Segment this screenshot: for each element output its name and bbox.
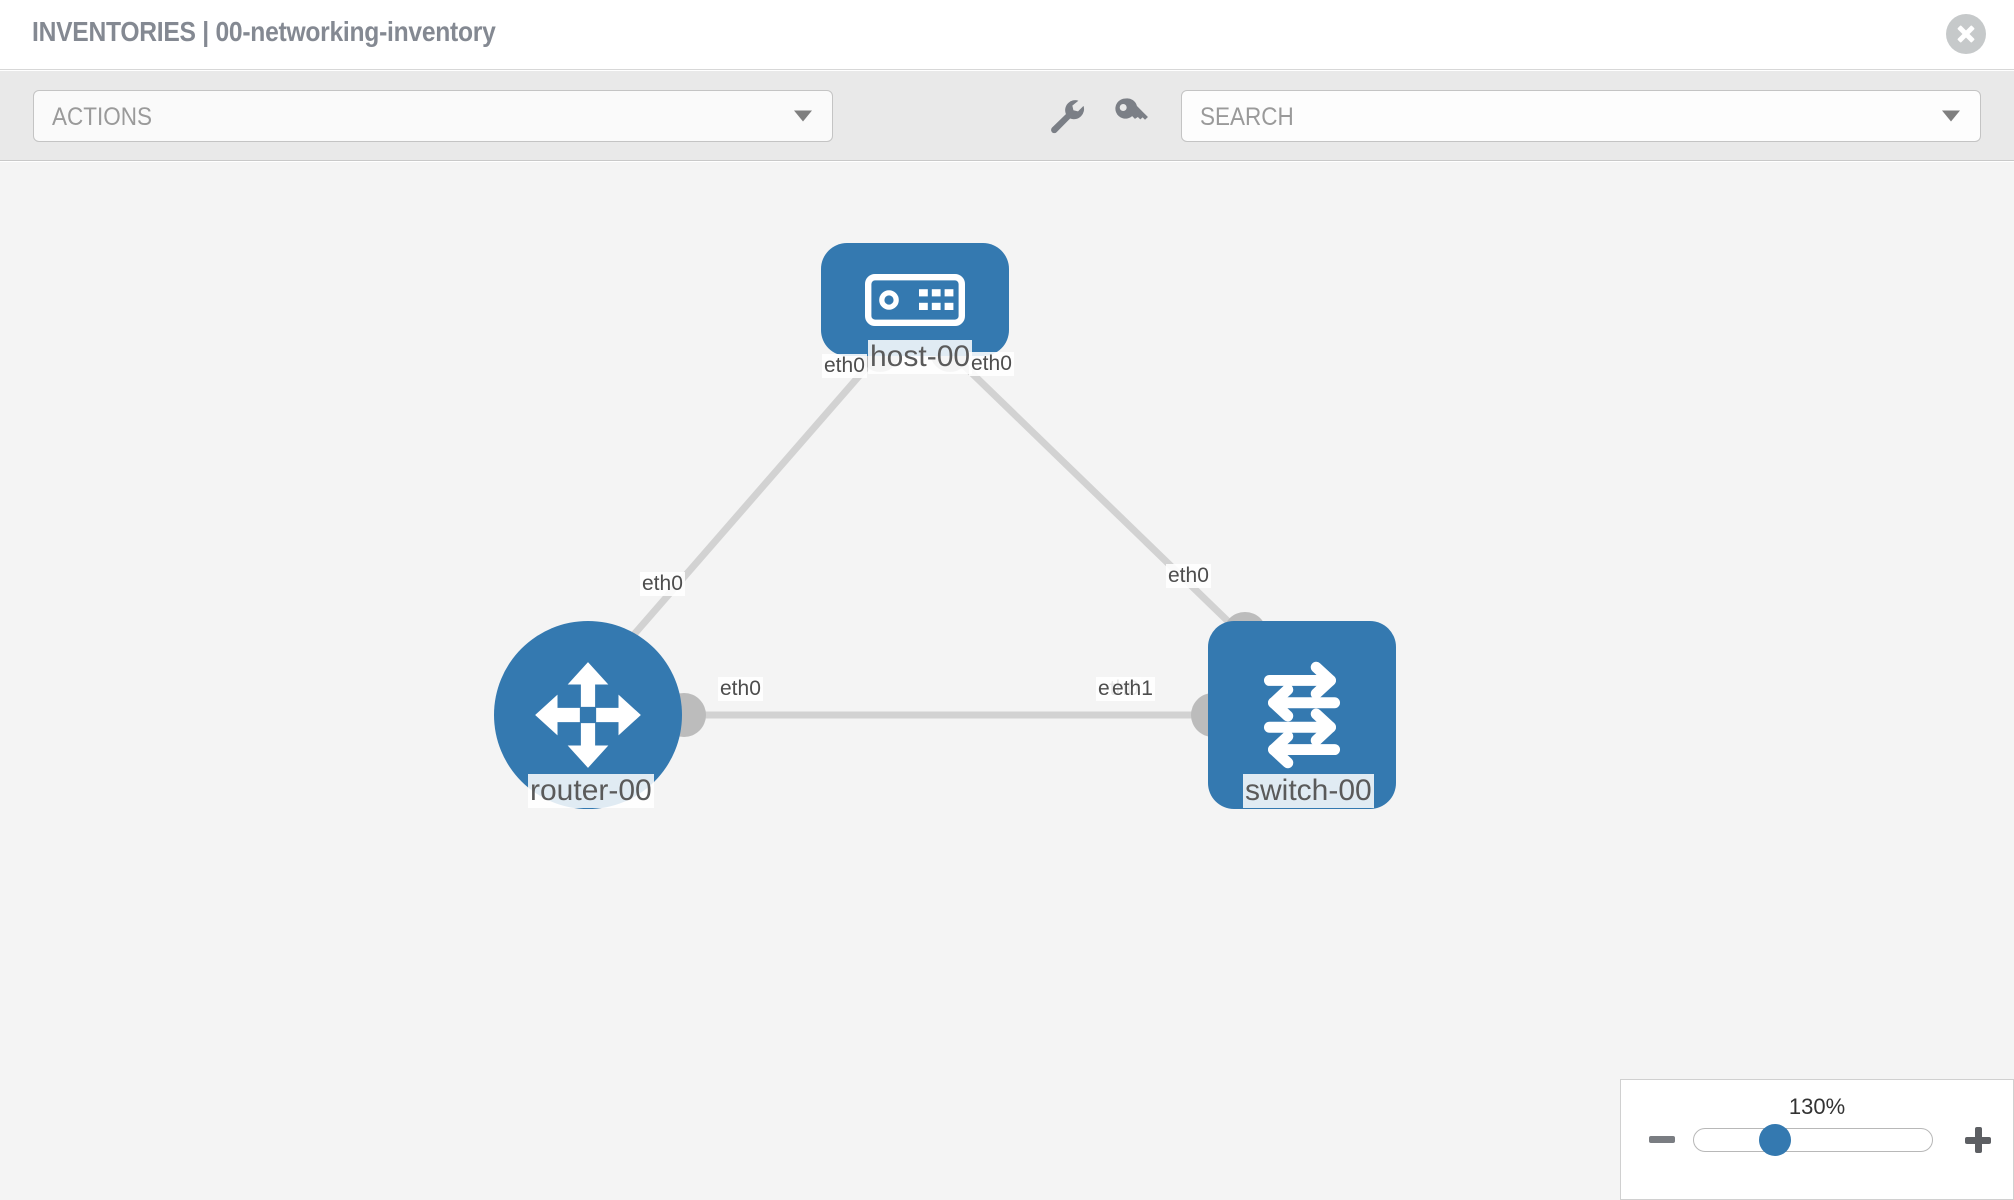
router-arrows-icon <box>535 662 641 768</box>
topology-canvas[interactable]: host-00 router-00 switch-00 eth0 eth0 et… <box>0 162 2014 1200</box>
chevron-down-icon <box>794 110 812 122</box>
link-host-switch <box>947 349 1273 665</box>
zoom-slider-track[interactable] <box>1693 1128 1933 1152</box>
interface-label-switch-middle-b: eth1 <box>1110 677 1155 701</box>
page-header: INVENTORIES | 00-networking-inventory <box>0 0 2014 70</box>
page-title: INVENTORIES | 00-networking-inventory <box>32 16 496 47</box>
chevron-down-icon[interactable] <box>1942 110 1960 122</box>
interface-label-host-right: eth0 <box>969 352 1014 376</box>
key-icon[interactable] <box>1110 93 1154 137</box>
toolbar: ACTIONS SEARCH <box>0 71 2014 161</box>
topology-node-host-00[interactable] <box>821 243 1009 356</box>
zoom-percent-label: 130% <box>1788 1094 1846 1119</box>
node-label-router-00: router-00 <box>528 774 654 808</box>
search-placeholder: SEARCH <box>1200 103 1294 131</box>
search-input[interactable]: SEARCH <box>1181 90 1981 142</box>
wrench-icon[interactable] <box>1043 93 1087 137</box>
interface-label-router-upper: eth0 <box>640 572 685 596</box>
zoom-control-panel: 130% <box>1620 1079 2014 1200</box>
node-label-host-00: host-00 <box>868 340 973 374</box>
interface-label-router-middle: eth0 <box>718 677 763 701</box>
zoom-out-button[interactable] <box>1649 1136 1675 1143</box>
actions-dropdown-label: ACTIONS <box>52 103 153 131</box>
actions-dropdown[interactable]: ACTIONS <box>33 90 833 142</box>
interface-label-switch-upper: eth0 <box>1166 564 1211 588</box>
server-icon <box>865 273 965 326</box>
switch-arrows-icon <box>1263 661 1341 769</box>
node-label-switch-00: switch-00 <box>1243 774 1374 808</box>
close-icon[interactable] <box>1946 14 1986 54</box>
link-host-router <box>607 349 883 665</box>
interface-label-host-left: eth0 <box>822 354 867 378</box>
zoom-in-button[interactable] <box>1965 1127 1991 1153</box>
zoom-slider-thumb[interactable] <box>1759 1124 1791 1156</box>
